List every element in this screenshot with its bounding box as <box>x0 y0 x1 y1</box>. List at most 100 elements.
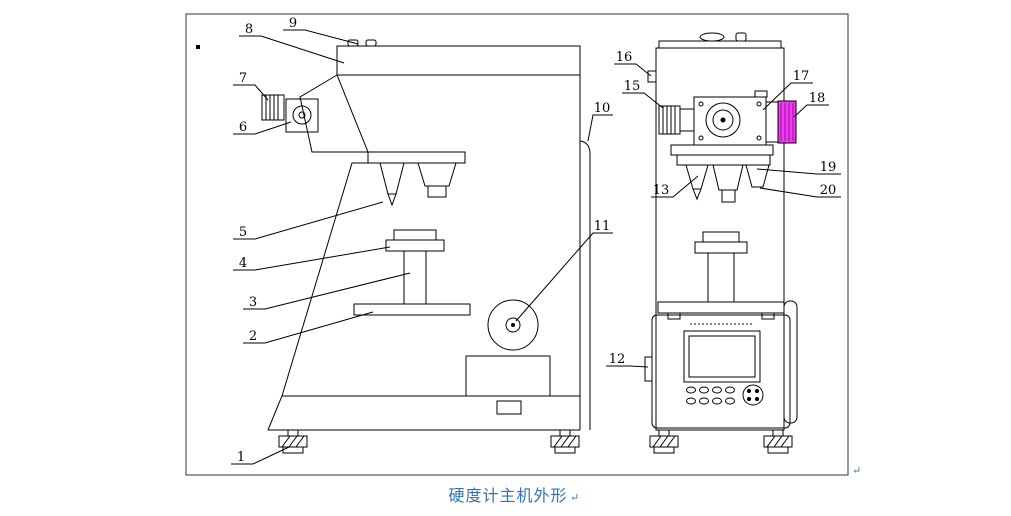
callout-2: 2 <box>243 311 374 344</box>
side-cover-strip <box>783 300 798 424</box>
callout-19-number: 19 <box>820 160 837 175</box>
hardness-tester-front-view <box>644 32 798 454</box>
callout-1: 1 <box>231 446 290 465</box>
panel-button <box>699 397 709 405</box>
callout-11: 11 <box>515 219 613 322</box>
eyepiece-lens-center <box>298 111 306 119</box>
callout-15: 15 <box>622 79 664 109</box>
callout-19-leader <box>756 168 841 175</box>
panel-side-tab <box>644 356 653 382</box>
eyepiece-lens <box>292 105 312 125</box>
knurled-knob <box>261 94 285 121</box>
measuring-head <box>299 74 369 153</box>
callout-9-number: 9 <box>289 16 297 31</box>
panel-dpad <box>742 384 764 406</box>
panel-button <box>725 386 735 394</box>
bolt <box>756 135 762 141</box>
indenter-tip <box>387 193 397 207</box>
callout-16: 16 <box>614 50 652 77</box>
top-cap-screw <box>735 32 747 42</box>
turret-plate <box>367 151 466 164</box>
callout-1-leader <box>231 446 290 465</box>
callout-8-leader <box>239 35 345 64</box>
callout-7-number: 7 <box>239 71 247 86</box>
lens-port-outer <box>705 102 741 138</box>
callout-17-number: 17 <box>793 69 810 84</box>
callout-4-leader <box>233 246 391 271</box>
callout-4: 4 <box>233 246 391 271</box>
callouts: 1 2 3 4 5 6 7 8 <box>231 16 841 465</box>
dpad-dot <box>746 388 752 394</box>
callout-7-leader <box>233 84 269 101</box>
table-base-plate <box>353 303 471 316</box>
dpad-dot <box>754 396 760 402</box>
eyepiece-block <box>285 98 319 133</box>
handwheel-hub <box>505 317 521 333</box>
panel-button <box>712 397 722 405</box>
callout-18: 18 <box>793 91 829 118</box>
callout-6-leader <box>233 121 292 135</box>
callout-19: 19 <box>756 160 841 175</box>
rear-cover-panel <box>579 140 591 430</box>
magenta-knob-hatch <box>780 103 794 141</box>
callout-5-number: 5 <box>239 225 247 240</box>
lens-port-center <box>720 117 726 123</box>
callout-10: 10 <box>587 101 613 142</box>
callout-18-number: 18 <box>809 91 826 106</box>
callout-3: 3 <box>243 272 411 310</box>
panel-button <box>699 386 709 394</box>
callout-12-number: 12 <box>609 352 626 367</box>
display-screen <box>683 330 761 383</box>
eyepiece-knurl-hatch <box>662 106 676 134</box>
callout-8: 8 <box>239 22 345 64</box>
figure-caption[interactable]: 硬度计主机外形 <box>448 486 567 505</box>
magenta-adjust-knob <box>777 100 797 144</box>
knurled-knob-hatch <box>265 95 279 120</box>
bolt <box>698 135 704 141</box>
caption-pilcrow-icon: ↵ <box>570 491 579 504</box>
bolt <box>756 101 762 107</box>
weight-window <box>465 355 551 397</box>
callout-17: 17 <box>762 69 813 111</box>
callout-10-number: 10 <box>594 101 611 116</box>
panel-button <box>725 397 735 405</box>
end-pilcrow-icon: ↵ <box>852 464 861 477</box>
callout-17-leader <box>762 82 813 111</box>
callout-13-leader <box>651 175 699 198</box>
callout-7: 7 <box>233 71 269 101</box>
objective-right <box>745 164 770 188</box>
display-screen-inner <box>688 335 756 378</box>
figure-border[interactable] <box>185 13 849 476</box>
side-adjust-screw <box>647 70 657 83</box>
objective-left-tip <box>692 188 702 201</box>
panel-button <box>712 386 722 394</box>
callout-2-number: 2 <box>249 329 257 344</box>
callout-13: 13 <box>651 175 699 198</box>
callout-16-leader <box>614 63 652 77</box>
callout-10-leader <box>587 114 613 142</box>
objective-lens-barrel <box>427 185 447 198</box>
handwheel <box>487 299 539 351</box>
callout-20-number: 20 <box>820 183 837 198</box>
callout-11-number: 11 <box>594 219 611 234</box>
callout-15-leader <box>622 92 664 109</box>
callout-9: 9 <box>283 16 359 45</box>
callout-3-leader <box>243 272 411 310</box>
object-anchor-mark <box>196 45 200 49</box>
dpad-dot <box>746 396 752 402</box>
callout-20: 20 <box>759 183 841 198</box>
top-screw-right <box>365 39 377 47</box>
panel-button <box>686 386 696 394</box>
hardness-tester-side-view <box>261 39 591 454</box>
callout-16-number: 16 <box>616 50 633 65</box>
callout-2-leader <box>243 311 374 344</box>
nameplate <box>496 400 522 415</box>
top-right-screw <box>754 90 768 98</box>
callout-8-number: 8 <box>245 22 253 37</box>
callout-15-number: 15 <box>624 79 641 94</box>
callout-12: 12 <box>606 352 649 368</box>
plate-support-right <box>761 312 775 320</box>
callout-13-number: 13 <box>653 183 670 198</box>
